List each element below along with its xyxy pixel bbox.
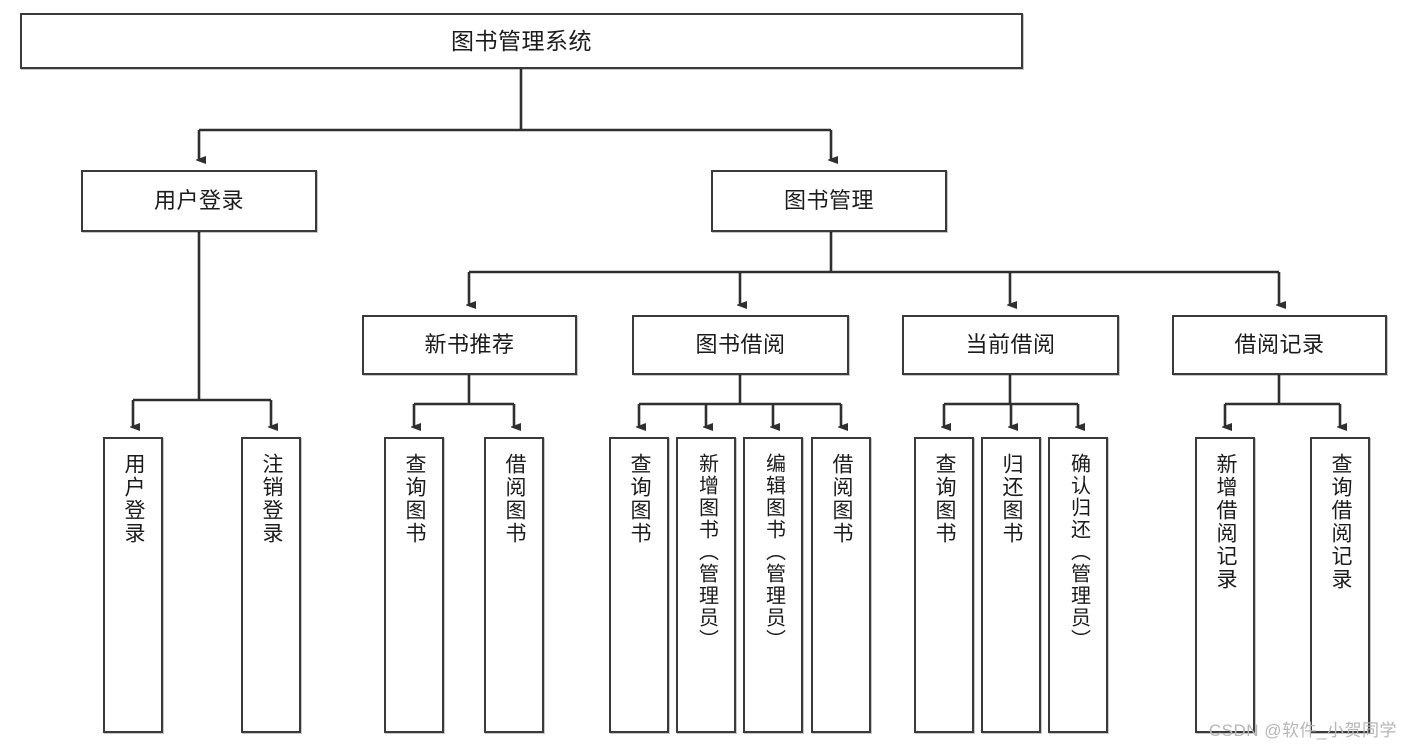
node-current-borrow[interactable]: 当前借阅 xyxy=(902,315,1119,375)
leaf-borrow-borrow-book[interactable]: 借阅图书 xyxy=(811,437,871,733)
leaf-record-add-record[interactable]: 新增借阅记录 xyxy=(1195,437,1255,733)
leaf-current-query-book[interactable]: 查询图书 xyxy=(914,437,974,733)
node-label: 确认归还（管理员） xyxy=(1067,453,1090,651)
node-book-management[interactable]: 图书管理 xyxy=(711,170,947,232)
node-label: 归还图书 xyxy=(1000,453,1024,545)
node-label: 查询图书 xyxy=(933,453,957,545)
leaf-user-login[interactable]: 用户登录 xyxy=(103,437,163,733)
node-label: 查询借阅记录 xyxy=(1329,453,1353,591)
node-label: 图书管理 xyxy=(783,188,874,214)
node-label: 借阅图书 xyxy=(830,453,854,545)
node-label: 借阅记录 xyxy=(1234,332,1325,358)
leaf-recommend-query-book[interactable]: 查询图书 xyxy=(384,437,444,733)
node-borrow-record[interactable]: 借阅记录 xyxy=(1172,315,1387,375)
node-label: 新增借阅记录 xyxy=(1214,453,1238,591)
node-label: 新书推荐 xyxy=(424,332,515,358)
node-label: 图书管理系统 xyxy=(451,27,592,54)
node-new-book-recommend[interactable]: 新书推荐 xyxy=(362,315,577,375)
node-label: 新增图书（管理员） xyxy=(695,453,718,651)
leaf-current-return-book[interactable]: 归还图书 xyxy=(981,437,1041,733)
node-label: 当前借阅 xyxy=(965,332,1056,358)
node-user-login[interactable]: 用户登录 xyxy=(81,170,317,232)
node-label: 用户登录 xyxy=(122,453,146,545)
node-root-system[interactable]: 图书管理系统 xyxy=(20,13,1023,69)
node-label: 查询图书 xyxy=(403,453,427,545)
leaf-borrow-add-book-admin[interactable]: 新增图书（管理员） xyxy=(676,437,736,733)
watermark-text: CSDN @软件_小贺同学 xyxy=(1208,721,1397,740)
leaf-borrow-query-book[interactable]: 查询图书 xyxy=(609,437,669,733)
leaf-user-logout[interactable]: 注销登录 xyxy=(241,437,301,733)
node-book-borrow[interactable]: 图书借阅 xyxy=(632,315,849,375)
leaf-recommend-borrow-book[interactable]: 借阅图书 xyxy=(484,437,544,733)
node-label: 图书借阅 xyxy=(695,332,786,358)
node-label: 用户登录 xyxy=(153,188,244,214)
node-label: 查询图书 xyxy=(628,453,652,545)
node-label: 注销登录 xyxy=(260,453,284,545)
leaf-record-query-record[interactable]: 查询借阅记录 xyxy=(1310,437,1370,733)
leaf-current-confirm-return-admin[interactable]: 确认归还（管理员） xyxy=(1048,437,1108,733)
node-label: 编辑图书（管理员） xyxy=(762,453,785,651)
node-label: 借阅图书 xyxy=(503,453,527,545)
leaf-borrow-edit-book-admin[interactable]: 编辑图书（管理员） xyxy=(743,437,803,733)
